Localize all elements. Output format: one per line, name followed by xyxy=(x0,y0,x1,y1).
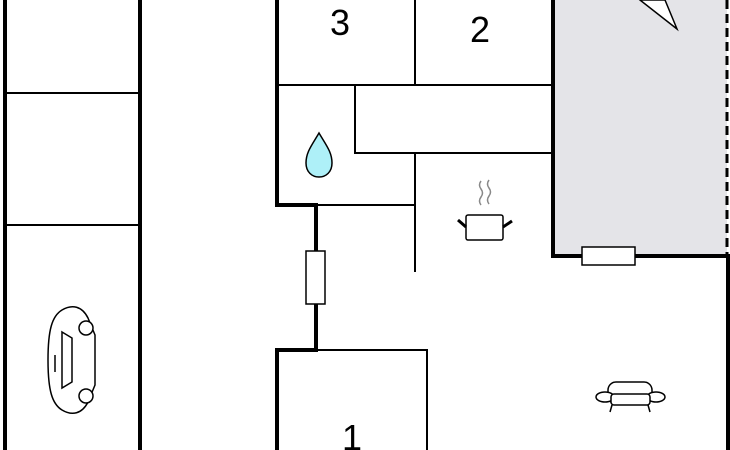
water-drop-icon xyxy=(305,131,333,178)
sofa-icon xyxy=(595,381,666,413)
walls xyxy=(3,0,730,450)
window-west xyxy=(305,250,326,305)
room-2-label: 2 xyxy=(470,9,490,50)
car-icon xyxy=(47,305,96,415)
room-1-label: 1 xyxy=(342,417,362,450)
room-3-label: 3 xyxy=(330,2,350,43)
cooking-pot-icon xyxy=(457,179,513,241)
compass-arrow-icon xyxy=(638,0,679,32)
window-terrace xyxy=(581,246,636,266)
terrace-area xyxy=(555,0,727,256)
